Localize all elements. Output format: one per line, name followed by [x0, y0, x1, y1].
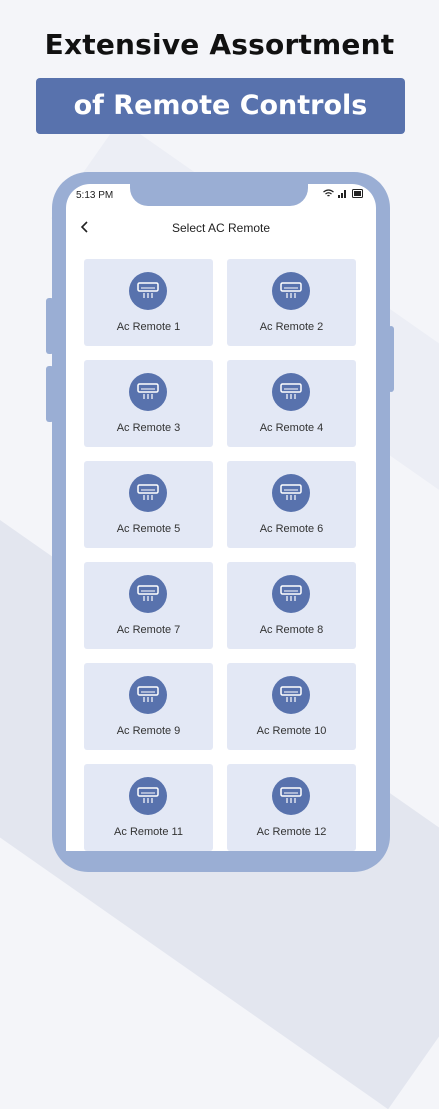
remote-card[interactable]: Ac Remote 2	[227, 259, 356, 346]
remote-card[interactable]: Ac Remote 4	[227, 360, 356, 447]
icon-circle	[129, 575, 167, 613]
phone-side-button	[46, 366, 54, 422]
remote-card-label: Ac Remote 12	[256, 826, 327, 838]
icon-circle	[272, 777, 310, 815]
remote-card-label: Ac Remote 11	[114, 826, 183, 838]
phone-side-button	[46, 298, 54, 354]
status-time: 5:13 PM	[76, 190, 114, 201]
icon-circle	[129, 474, 167, 512]
remote-card-label: Ac Remote 4	[259, 422, 324, 434]
remote-card-label: Ac Remote 7	[116, 624, 181, 636]
remote-grid: Ac Remote 1 Ac Remote 2 Ac Remote 3 Ac Remo…	[84, 259, 356, 851]
status-icons	[323, 189, 364, 198]
remote-card-label: Ac Remote 3	[116, 422, 181, 434]
icon-circle	[272, 373, 310, 411]
icon-circle	[272, 474, 310, 512]
icon-circle	[272, 676, 310, 714]
remote-card[interactable]: Ac Remote 12	[227, 764, 356, 851]
icon-circle	[272, 272, 310, 310]
icon-circle	[272, 575, 310, 613]
remote-card-label: Ac Remote 6	[259, 523, 324, 535]
icon-circle	[129, 777, 167, 815]
icon-circle	[129, 373, 167, 411]
icon-circle	[129, 676, 167, 714]
remote-card[interactable]: Ac Remote 1	[84, 259, 213, 346]
page-title: Select AC Remote	[171, 221, 271, 235]
remote-card[interactable]: Ac Remote 8	[227, 562, 356, 649]
remote-card-label: Ac Remote 5	[116, 523, 181, 535]
wifi-icon	[323, 189, 334, 197]
icon-circle	[129, 272, 167, 310]
remote-card[interactable]: Ac Remote 10	[227, 663, 356, 750]
phone-notch	[130, 184, 308, 206]
remote-card-label: Ac Remote 9	[116, 725, 181, 737]
headline-banner: of Remote Controls	[36, 78, 405, 134]
remote-card-label: Ac Remote 8	[259, 624, 324, 636]
remote-card-label: Ac Remote 2	[259, 321, 324, 333]
headline-title: Extensive Assortment	[44, 28, 395, 61]
phone-side-button	[388, 326, 394, 392]
remote-card-label: Ac Remote 1	[116, 321, 181, 333]
battery-icon	[352, 189, 363, 198]
chevron-left-icon	[80, 221, 88, 233]
remote-card[interactable]: Ac Remote 9	[84, 663, 213, 750]
remote-card-label: Ac Remote 10	[256, 725, 327, 737]
remote-card[interactable]: Ac Remote 3	[84, 360, 213, 447]
signal-icon	[338, 190, 346, 198]
remote-card[interactable]: Ac Remote 7	[84, 562, 213, 649]
remote-card[interactable]: Ac Remote 5	[84, 461, 213, 548]
back-button[interactable]	[80, 218, 90, 239]
remote-card[interactable]: Ac Remote 6	[227, 461, 356, 548]
remote-card[interactable]: Ac Remote 11	[84, 764, 213, 851]
